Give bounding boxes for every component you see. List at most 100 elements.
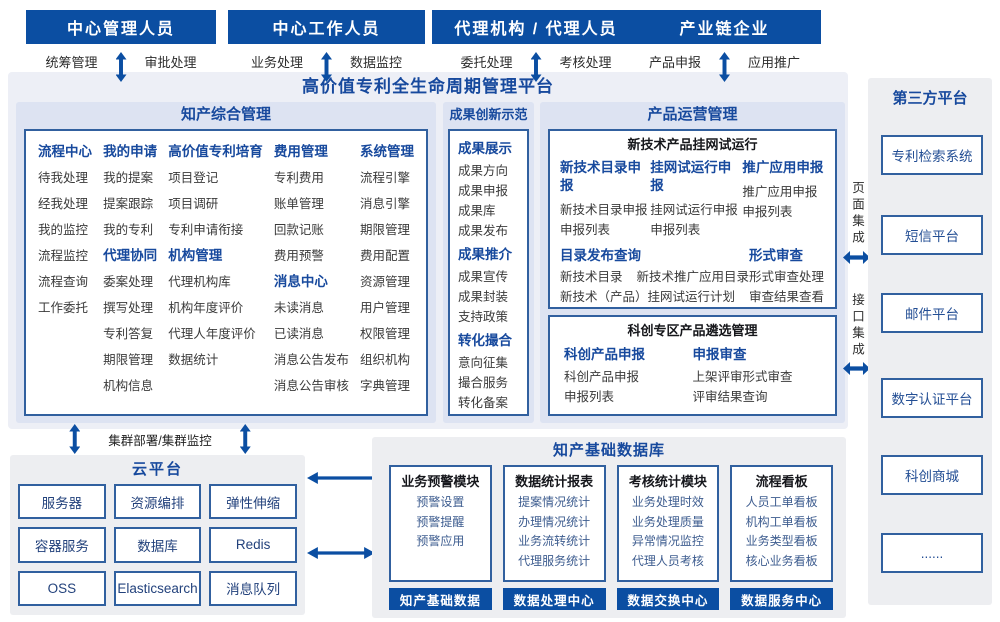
actor-role-left: 委托处理 [460, 54, 513, 70]
ops-column: 申报审查 上架评审形式审查 评审结果查询 [693, 343, 822, 407]
menu-item: 期限管理 [103, 353, 154, 367]
achievement-box: 成果展示 成果方向 成果申报 成果库 成果发布 成果推介 成果宣传 成果封装 支… [448, 129, 529, 416]
menu-item: 意向征集 [458, 356, 509, 370]
db-center-bar: 数据服务中心 [730, 588, 833, 610]
menu-item: 权限管理 [359, 327, 410, 341]
module-title: 流程看板 [755, 474, 808, 489]
menu-item: 我的监控 [38, 223, 89, 237]
menu-item: 新技术推广应用目录 [636, 270, 750, 284]
box-title: 新技术产品挂网试运行 [627, 137, 758, 152]
vertical-double-arrow-icon [115, 52, 127, 82]
menu-item: 项目登记 [168, 171, 219, 185]
menu-item: 机构工单看板 [745, 514, 818, 529]
menu-item: 申报列表 [564, 390, 615, 404]
actor-role-right: 数据监控 [350, 54, 403, 70]
cloud-service: Elasticsearch [113, 570, 202, 606]
menu-item: 成果宣传 [458, 270, 509, 284]
actor-role-right: 审批处理 [144, 54, 197, 70]
new-tech-trial-box: 新技术产品挂网试运行 新技术目录申报 新技术目录申报 申报列表 挂网试运行申报 … [548, 129, 837, 309]
third-party-system: ...... [881, 533, 983, 573]
actor-role-left: 统筹管理 [45, 54, 98, 70]
ops-column: 科创产品申报 科创产品申报 申报列表 [564, 343, 693, 407]
horizontal-double-arrow-icon [843, 362, 870, 375]
menu-item: 已读消息 [273, 327, 324, 341]
menu-item: 新技术目录 [560, 270, 623, 284]
menu-item: 我的提案 [103, 171, 154, 185]
menu-item: 提案情况统计 [518, 495, 591, 509]
menu-item: 用户管理 [359, 301, 410, 315]
menu-item: 费用配置 [359, 249, 410, 263]
menu-item: 消息引擎 [359, 197, 410, 211]
menu-item: 业务类型看板 [745, 534, 818, 548]
menu-item: 预警设置 [416, 495, 465, 509]
cluster-label-row: 集群部署/集群监控 [30, 423, 290, 455]
group-title: 机构管理 [168, 248, 223, 263]
vertical-double-arrow-icon [239, 424, 251, 454]
actor-industry-chain: 产业链企业 产品申报 应用推广 [628, 10, 821, 82]
section-ip-management: 知产综合管理 流程中心 待我处理 经我处理 我的监控 流程监控 流程查询 工作委… [16, 102, 436, 423]
menu-item: 推广应用申报 [742, 185, 818, 199]
platform-panel: 高价值专利全生命周期管理平台 知产综合管理 流程中心 待我处理 经我处理 我的监… [8, 72, 848, 429]
section-achievement: 成果创新示范 成果展示 成果方向 成果申报 成果库 成果发布 成果推介 成果宣传… [443, 102, 534, 423]
db-module: 考核统计模块 业务处理时效 业务处理质量 异常情况监控 代理人员考核 数据交换中… [616, 465, 720, 610]
cloud-service: Redis [209, 527, 297, 563]
group-title: 系统管理 [359, 144, 414, 159]
actor-center-managers: 中心管理人员 统筹管理 审批处理 [26, 10, 216, 82]
menu-item: 流程查询 [38, 275, 89, 289]
menu-item: 项目调研 [168, 197, 219, 211]
vertical-double-arrow-icon [321, 52, 332, 82]
menu-item: 未读消息 [273, 301, 324, 315]
group-title: 新技术目录申报 [560, 160, 641, 193]
group-title: 转化撮合 [458, 333, 512, 348]
actor-center-staff: 中心工作人员 业务处理 数据监控 [228, 10, 425, 82]
ip-column: 费用管理 专利费用 账单管理 回款记账 费用预警 消息中心 未读消息 已读消息 … [274, 139, 349, 414]
db-center-bar: 数据处理中心 [502, 588, 606, 610]
menu-item: 业务处理质量 [631, 514, 704, 529]
menu-item: 业务流转统计 [518, 534, 591, 548]
menu-item: 业务处理时效 [631, 495, 704, 509]
db-module: 流程看板 人员工单看板 机构工单看板 业务类型看板 核心业务看板 数据服务中心 [730, 465, 833, 610]
cloud-service: 弹性伸缩 [209, 484, 297, 520]
actor-title: 产业链企业 [628, 10, 821, 44]
menu-item: 撮合服务 [458, 376, 509, 390]
group-title: 成果展示 [458, 141, 512, 156]
group-title: 我的申请 [103, 144, 158, 159]
cloud-service: 资源编排 [113, 484, 202, 520]
menu-item: 工作委托 [38, 301, 89, 315]
cloud-service: 容器服务 [18, 527, 106, 563]
actor-role-left: 业务处理 [250, 54, 303, 70]
group-title: 形式审查 [749, 248, 804, 263]
menu-item: 期限管理 [359, 223, 410, 237]
ip-column: 流程中心 待我处理 经我处理 我的监控 流程监控 流程查询 工作委托 [38, 139, 92, 414]
menu-item: 人员工单看板 [745, 495, 818, 509]
db-module: 数据统计报表 提案情况统计 办理情况统计 业务流转统计 代理服务统计 数据处理中… [502, 465, 606, 610]
ip-column: 我的申请 我的提案 提案跟踪 我的专利 代理协同 委案处理 撰写处理 专利答复 … [103, 139, 157, 414]
menu-item: 组织机构 [359, 353, 410, 367]
menu-item: 专利费用 [273, 171, 324, 185]
group-title: 申报审查 [692, 347, 747, 362]
group-title: 挂网试运行申报 [650, 160, 732, 193]
menu-item: 核心业务看板 [745, 553, 818, 568]
sci-tech-selection-box: 科创专区产品遴选管理 科创产品申报 科创产品申报 申报列表 申报审查 上架评审形… [548, 315, 837, 416]
section-title: 成果创新示范 [449, 107, 528, 122]
actor-role-right: 考核处理 [559, 54, 612, 70]
group-title: 流程中心 [38, 144, 92, 159]
panel-title: 第三方平台 [892, 90, 968, 107]
menu-item: 新技术（产品）挂网试运行计划 [560, 290, 736, 304]
menu-item: 流程引擎 [359, 171, 410, 185]
menu-item: 申报列表 [560, 223, 611, 237]
menu-item: 成果申报 [458, 184, 509, 198]
ip-column: 系统管理 流程引擎 消息引擎 期限管理 费用配置 资源管理 用户管理 权限管理 … [360, 139, 414, 414]
menu-item: 代理服务统计 [518, 553, 591, 568]
left-arrow-icon [307, 472, 375, 484]
third-party-system: 科创商城 [881, 455, 983, 495]
module-title: 数据统计报表 [515, 474, 594, 489]
menu-item: 机构信息 [103, 379, 154, 393]
group-title: 成果推介 [458, 247, 512, 262]
menu-item: 经我处理 [38, 197, 89, 211]
third-party-system: 邮件平台 [881, 293, 983, 333]
menu-item: 支持政策 [458, 310, 509, 324]
horizontal-double-arrow-icon [307, 547, 375, 559]
menu-item: 字典管理 [359, 379, 410, 393]
